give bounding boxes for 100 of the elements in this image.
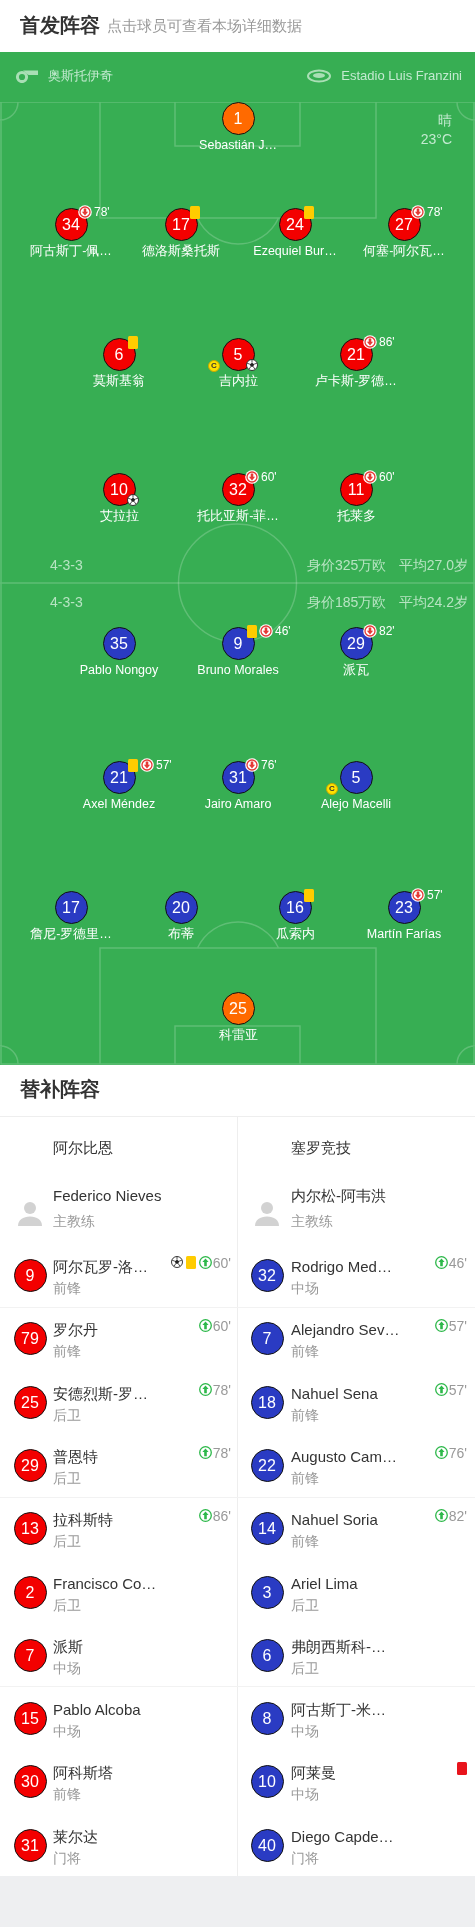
player-name: Bruno Morales bbox=[197, 663, 279, 678]
coach-role: 主教练 bbox=[53, 1213, 95, 1230]
player-number: 7 bbox=[13, 1638, 47, 1672]
substitution-minute: 57' bbox=[427, 888, 443, 902]
player-position: 中场 bbox=[291, 1280, 319, 1297]
player-name: 罗尔丹 bbox=[53, 1321, 98, 1339]
substitution-minute: 82' bbox=[448, 1508, 467, 1525]
player-position: 前锋 bbox=[291, 1343, 319, 1360]
player-name: 布蒂 bbox=[168, 927, 194, 942]
substitution-minute: 60' bbox=[261, 470, 277, 484]
player-name: 科雷亚 bbox=[218, 1028, 258, 1043]
player-number: 30 bbox=[13, 1764, 47, 1798]
player-number: 8 bbox=[250, 1701, 284, 1735]
substitution-minute: 60' bbox=[379, 470, 395, 484]
player-name: 艾拉拉 bbox=[99, 509, 139, 524]
player-number: 18 bbox=[250, 1385, 284, 1419]
team-market-value: 身价325万欧 bbox=[307, 557, 387, 574]
formation: 4-3-3 bbox=[50, 557, 83, 574]
average-age: 平均24.2岁 bbox=[398, 594, 468, 611]
player-position: 后卫 bbox=[291, 1660, 319, 1677]
player-number: 6 bbox=[250, 1638, 284, 1672]
player-number: 32 bbox=[250, 1258, 284, 1292]
player-name: 拉科斯特 bbox=[53, 1511, 113, 1529]
coach-role: 主教练 bbox=[291, 1213, 333, 1230]
player-number: 79 bbox=[13, 1321, 47, 1355]
player-name: 阿尔瓦罗-洛… bbox=[53, 1258, 148, 1276]
section-title: 首发阵容 bbox=[20, 13, 100, 37]
substitution-minute: 60' bbox=[212, 1255, 231, 1272]
player-name: Augusto Cam… bbox=[291, 1448, 397, 1466]
player-name: 何塞-阿尔瓦… bbox=[363, 244, 445, 259]
player-name: Axel Méndez bbox=[82, 797, 156, 812]
substitution-minute: 57' bbox=[156, 758, 172, 772]
substitution-minute: 76' bbox=[448, 1445, 467, 1462]
player-name: 莫斯基翁 bbox=[93, 374, 145, 389]
player-number: 13 bbox=[13, 1511, 47, 1545]
player-number: 2 bbox=[13, 1575, 47, 1609]
formation: 4-3-3 bbox=[50, 594, 83, 611]
player-name: 阿古斯丁-米… bbox=[291, 1701, 386, 1719]
player-name: Pablo Alcoba bbox=[53, 1701, 141, 1719]
temperature: 23°C bbox=[420, 131, 452, 148]
player-name: 詹尼-罗德里… bbox=[30, 927, 112, 942]
player-position: 前锋 bbox=[291, 1533, 319, 1550]
player-name: 莱尔达 bbox=[53, 1828, 98, 1846]
substitution-minute: 57' bbox=[448, 1382, 467, 1399]
player-number: 31 bbox=[13, 1828, 47, 1862]
player-position: 前锋 bbox=[53, 1786, 81, 1803]
substitution-minute: 82' bbox=[379, 624, 395, 638]
substitution-minute: 76' bbox=[261, 758, 277, 772]
coach-name: Federico Nieves bbox=[53, 1187, 162, 1205]
player-position: 中场 bbox=[53, 1723, 81, 1740]
section-subtitle: 点击球员可查看本场详细数据 bbox=[107, 17, 302, 35]
player-position: 后卫 bbox=[53, 1470, 81, 1487]
player-position: 后卫 bbox=[291, 1597, 319, 1614]
substitution-minute: 86' bbox=[379, 335, 395, 349]
player-position: 后卫 bbox=[53, 1597, 81, 1614]
player-number: 40 bbox=[250, 1828, 284, 1862]
player-name: 阿莱曼 bbox=[291, 1764, 336, 1782]
player-name: 派瓦 bbox=[343, 663, 369, 678]
player-name: 弗朗西斯科-… bbox=[291, 1638, 386, 1656]
player-position: 门将 bbox=[53, 1850, 81, 1867]
player-position: 中场 bbox=[53, 1660, 81, 1677]
player-position: 前锋 bbox=[53, 1280, 81, 1297]
team-name: 阿尔比恩 bbox=[53, 1139, 113, 1157]
player-number: 7 bbox=[250, 1321, 284, 1355]
player-name: Nahuel Sena bbox=[291, 1385, 378, 1403]
player-number: 3 bbox=[250, 1575, 284, 1609]
player-name: 安德烈斯-罗… bbox=[53, 1385, 148, 1403]
avatar-silhouette bbox=[254, 1200, 280, 1226]
player-number: 10 bbox=[250, 1764, 284, 1798]
player-name: Pablo Nongoy bbox=[79, 663, 159, 678]
player-position: 中场 bbox=[291, 1723, 319, 1740]
player-name: Ezequiel Bur… bbox=[253, 244, 337, 259]
player-name: 吉内拉 bbox=[218, 374, 258, 389]
substitution-minute: 78' bbox=[212, 1445, 231, 1462]
player-name: Sebastián J… bbox=[199, 138, 277, 153]
player-position: 门将 bbox=[291, 1850, 319, 1867]
player-number: 15 bbox=[13, 1701, 47, 1735]
player-number: 9 bbox=[13, 1258, 47, 1292]
team-name: 塞罗竞技 bbox=[291, 1139, 351, 1157]
team-market-value: 身价185万欧 bbox=[307, 594, 387, 611]
player-name: 托莱多 bbox=[336, 509, 376, 524]
player-name: 阿古斯丁-佩… bbox=[30, 244, 112, 259]
player-name: 瓜索内 bbox=[275, 927, 315, 942]
coach-name: 内尔松-阿韦洪 bbox=[291, 1187, 386, 1205]
player-name: Jairo Amaro bbox=[204, 797, 272, 812]
player-name: Nahuel Soria bbox=[291, 1511, 378, 1529]
player-name: 阿科斯塔 bbox=[53, 1764, 113, 1782]
player-name: Alejandro Sev… bbox=[291, 1321, 400, 1339]
player-position: 后卫 bbox=[53, 1533, 81, 1550]
section-title: 替补阵容 bbox=[20, 1077, 100, 1101]
player-position: 前锋 bbox=[291, 1470, 319, 1487]
player-number: 29 bbox=[13, 1448, 47, 1482]
player-position: 后卫 bbox=[53, 1407, 81, 1424]
avatar-silhouette bbox=[17, 1200, 43, 1226]
player-name: 德洛斯桑托斯 bbox=[142, 244, 220, 259]
referee-name: 奥斯托伊奇 bbox=[48, 68, 113, 84]
substitution-minute: 78' bbox=[427, 205, 443, 219]
stadium-name: Estadio Luis Franzini bbox=[341, 68, 462, 84]
player-name: Ariel Lima bbox=[291, 1575, 358, 1593]
player-number: 25 bbox=[13, 1385, 47, 1419]
